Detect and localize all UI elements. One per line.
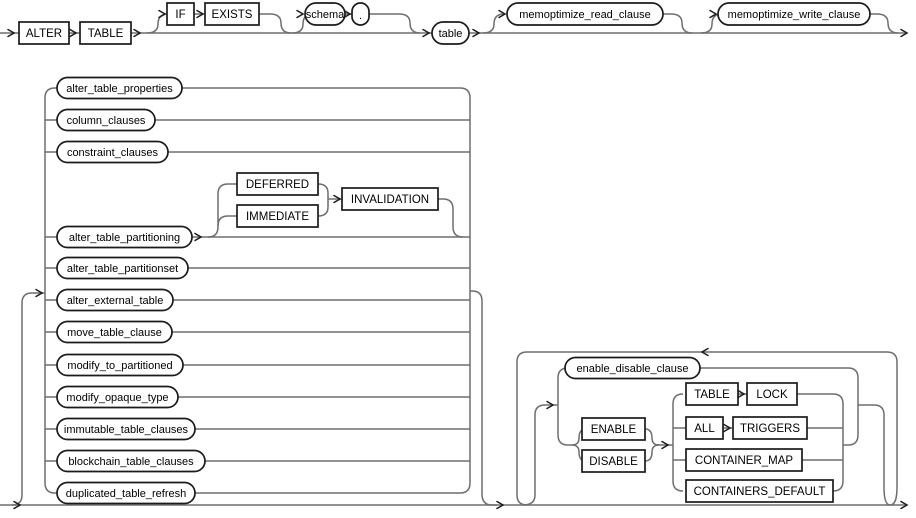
containers-default-keyword-box bbox=[685, 479, 834, 503]
column-clauses-oval[interactable] bbox=[56, 108, 156, 132]
move-table-clause-oval[interactable] bbox=[56, 320, 173, 344]
table-lock-table-keyword-label: TABLE bbox=[694, 389, 730, 401]
modify-to-partitioned-oval[interactable] bbox=[56, 353, 184, 377]
immutable-table-clauses-label: immutable_table_clauses bbox=[64, 424, 189, 436]
containers-default-keyword-label: CONTAINERS_DEFAULT bbox=[694, 486, 826, 498]
arrow-right-icon bbox=[723, 423, 732, 433]
duplicated-table-refresh-label: duplicated_table_refresh bbox=[66, 488, 186, 500]
disable-keyword-label: DISABLE bbox=[589, 456, 638, 468]
railroad-lines bbox=[0, 13, 905, 506]
arrow-right-icon bbox=[133, 28, 142, 38]
arrow-right-icon bbox=[661, 440, 670, 450]
container-map-keyword-label: CONTAINER_MAP bbox=[695, 455, 794, 467]
triggers-keyword-box bbox=[732, 416, 808, 440]
table-keyword-label: TABLE bbox=[88, 28, 124, 40]
exists-keyword-box bbox=[204, 2, 260, 26]
deferred-keyword-box bbox=[236, 172, 319, 196]
arrow-right-icon bbox=[343, 9, 352, 19]
arrow-right-icon bbox=[196, 9, 205, 19]
enable-disable-group: enable_disable_clause ENABLE DISABLE TAB… bbox=[564, 356, 834, 503]
alter-external-table-label: alter_external_table bbox=[67, 295, 164, 307]
arrow-right-icon bbox=[7, 28, 16, 38]
invalidation-keyword-box bbox=[341, 187, 439, 211]
modify-to-partitioned-label: modify_to_partitioned bbox=[67, 360, 172, 372]
enable-disable-clause-label: enable_disable_clause bbox=[577, 363, 689, 375]
alter-table-partitioning-label: alter_table_partitioning bbox=[69, 232, 180, 244]
move-table-clause-label: move_table_clause bbox=[67, 327, 162, 339]
dot-operand-oval bbox=[351, 2, 370, 26]
table-operand-oval[interactable] bbox=[431, 21, 470, 45]
arrow-right-icon bbox=[900, 500, 909, 510]
alter-external-table-oval[interactable] bbox=[56, 288, 174, 312]
modify-opaque-type-label: modify_opaque_type bbox=[66, 392, 168, 404]
column-clauses-label: column_clauses bbox=[67, 115, 146, 127]
enable-keyword-label: ENABLE bbox=[591, 424, 637, 436]
arrow-right-icon bbox=[546, 400, 555, 410]
constraint-clauses-label: constraint_clauses bbox=[67, 147, 159, 159]
arrow-right-icon bbox=[900, 28, 909, 38]
container-map-keyword-box bbox=[685, 448, 803, 472]
all-keyword-label: ALL bbox=[694, 423, 715, 435]
arrow-right-icon bbox=[158, 9, 167, 19]
alter-keyword-label: ALTER bbox=[26, 28, 62, 40]
arrow-right-icon bbox=[13, 500, 22, 510]
disable-keyword-box bbox=[581, 449, 646, 473]
arrow-right-icon bbox=[296, 9, 305, 19]
line1-nodes: ALTER TABLE IF EXISTS schema . table mem… bbox=[18, 2, 871, 45]
arrow-right-icon bbox=[498, 9, 507, 19]
all-keyword-box bbox=[685, 416, 724, 440]
arrow-right-icon bbox=[472, 28, 481, 38]
immediate-keyword-label: IMMEDIATE bbox=[246, 211, 309, 223]
arrow-right-icon bbox=[35, 288, 44, 298]
arrow-right-icon bbox=[333, 194, 342, 204]
arrow-right-icon bbox=[194, 232, 203, 242]
lock-keyword-box bbox=[746, 382, 798, 406]
constraint-clauses-oval[interactable] bbox=[56, 140, 169, 164]
immutable-table-clauses-oval[interactable] bbox=[56, 417, 196, 441]
memoptimize-write-clause-oval[interactable] bbox=[717, 2, 871, 26]
triggers-keyword-label: TRIGGERS bbox=[740, 423, 800, 435]
arrow-right-icon bbox=[69, 28, 78, 38]
enable-disable-clause-oval[interactable] bbox=[564, 356, 701, 380]
alter-table-properties-label: alter_table_properties bbox=[66, 83, 173, 95]
alter-table-partitionset-oval[interactable] bbox=[56, 256, 189, 280]
alter-table-properties-oval[interactable] bbox=[56, 76, 183, 100]
arrow-right-icon bbox=[709, 9, 718, 19]
arrow-left-icon bbox=[700, 347, 709, 357]
arrow-right-icon bbox=[422, 28, 431, 38]
arrow-right-icon bbox=[496, 500, 505, 510]
invalidation-keyword-label: INVALIDATION bbox=[351, 194, 429, 206]
lock-keyword-label: LOCK bbox=[756, 389, 788, 401]
modify-opaque-type-oval[interactable] bbox=[56, 385, 179, 409]
flow-arrow-icons bbox=[7, 9, 909, 510]
table-lock-table-keyword-box bbox=[685, 382, 739, 406]
exists-keyword-label: EXISTS bbox=[212, 9, 253, 21]
duplicated-table-refresh-oval[interactable] bbox=[56, 481, 196, 505]
alternatives-stack: alter_table_properties column_clauses co… bbox=[56, 76, 439, 505]
blockchain-table-clauses-oval[interactable] bbox=[56, 449, 206, 473]
enable-keyword-box bbox=[581, 417, 646, 441]
alter-table-partitioning-oval[interactable] bbox=[56, 225, 193, 249]
arrow-right-icon bbox=[737, 389, 746, 399]
memoptimize-write-clause-label: memoptimize_write_clause bbox=[728, 9, 861, 21]
memoptimize-read-clause-oval[interactable] bbox=[506, 2, 664, 26]
if-keyword-label: IF bbox=[175, 9, 185, 21]
alter-table-partitionset-label: alter_table_partitionset bbox=[67, 263, 178, 275]
schema-operand-oval[interactable] bbox=[304, 2, 346, 26]
table-operand-label: table bbox=[439, 28, 463, 40]
if-keyword-box bbox=[166, 2, 195, 26]
immediate-keyword-box bbox=[236, 204, 319, 228]
blockchain-table-clauses-label: blockchain_table_clauses bbox=[68, 456, 194, 468]
alter-keyword-box bbox=[18, 21, 70, 45]
table-keyword-box bbox=[79, 21, 132, 45]
schema-operand-label: schema bbox=[306, 9, 345, 21]
dot-operand-label: . bbox=[359, 10, 362, 22]
deferred-keyword-label: DEFERRED bbox=[246, 179, 309, 191]
memoptimize-read-clause-label: memoptimize_read_clause bbox=[519, 9, 650, 21]
